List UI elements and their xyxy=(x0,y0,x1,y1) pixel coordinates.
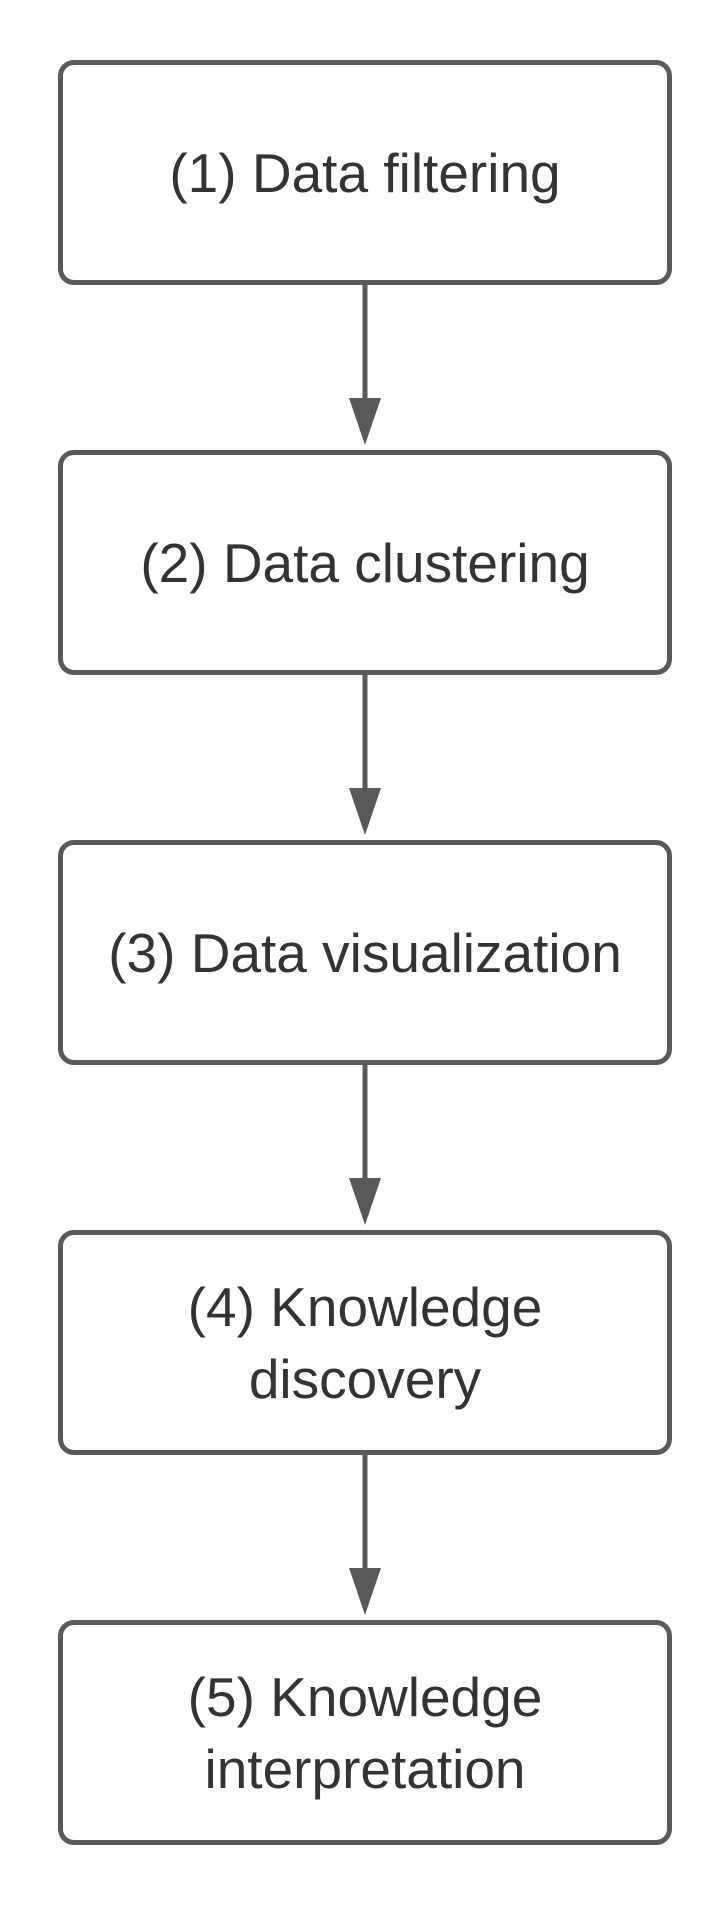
step-box-data-clustering: (2) Data clustering xyxy=(58,450,672,675)
step-label: (5) Knowledge interpretation xyxy=(187,1665,543,1800)
arrow-step4-to-step5 xyxy=(349,1455,381,1615)
step-label: (3) Data visualization xyxy=(108,921,622,984)
arrow-step1-to-step2 xyxy=(349,285,381,445)
arrow-step2-to-step3 xyxy=(349,675,381,835)
step-box-data-visualization: (3) Data visualization xyxy=(58,840,672,1065)
step-label: (1) Data filtering xyxy=(169,141,561,204)
step-label: (2) Data clustering xyxy=(140,531,590,594)
step-box-knowledge-discovery: (4) Knowledge discovery xyxy=(58,1230,672,1455)
step-box-knowledge-interpretation: (5) Knowledge interpretation xyxy=(58,1620,672,1845)
step-label: (4) Knowledge discovery xyxy=(187,1275,543,1410)
step-box-data-filtering: (1) Data filtering xyxy=(58,60,672,285)
arrow-step3-to-step4 xyxy=(349,1065,381,1225)
